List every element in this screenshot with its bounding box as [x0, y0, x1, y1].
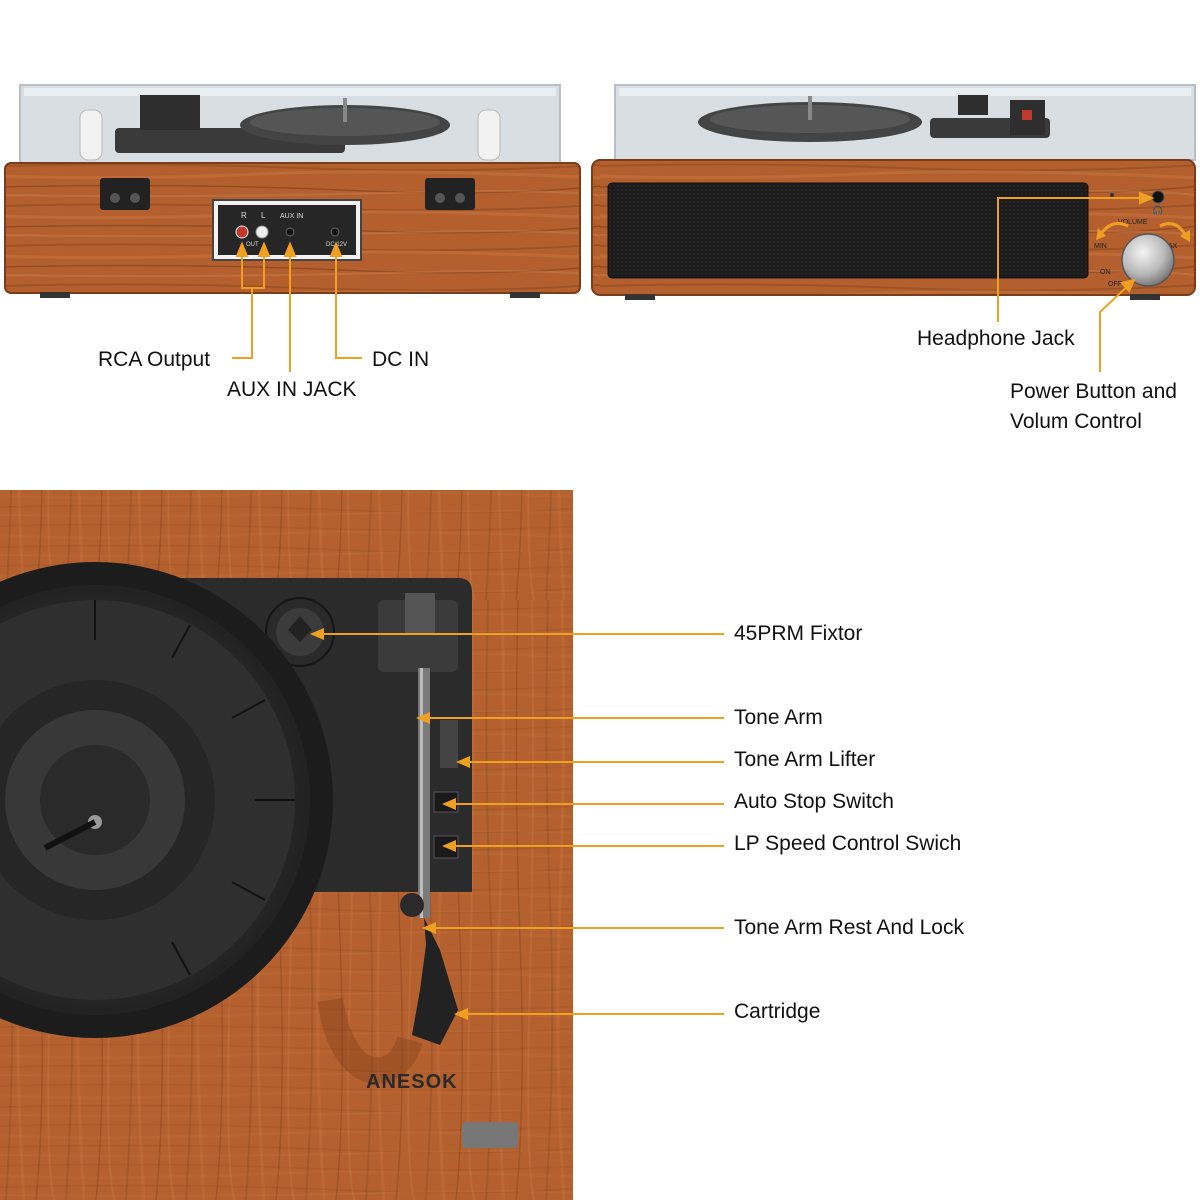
tone-arm [418, 668, 430, 918]
knob-label-on: ON [1100, 269, 1111, 276]
aux-jack [285, 227, 295, 237]
callout-auto-stop-switch: Auto Stop Switch [734, 790, 894, 813]
callout-arrowheads-bottom [310, 628, 470, 1020]
callout-power-volume-line1: Power Button and [1010, 380, 1177, 403]
knob-label-min: MIN [1094, 243, 1107, 250]
jack-label-out: OUT [246, 242, 259, 248]
hinge-left [79, 109, 103, 161]
knob-label-volume: VOLUME [1118, 219, 1148, 226]
jack-label-l: L [261, 211, 266, 220]
back-view-turntable: R L AUX IN DC 12V OUT [4, 84, 581, 298]
callout-dc-in: DC IN [372, 348, 430, 371]
callout-headphone-jack: Headphone Jack [917, 327, 1075, 350]
foot [462, 1122, 518, 1148]
callout-tone-arm: Tone Arm [734, 706, 823, 729]
cartridge-head [140, 95, 200, 130]
jack-label-aux: AUX IN [280, 213, 303, 220]
callout-aux-in-jack: AUX IN JACK [227, 378, 357, 401]
dc-jack [330, 227, 340, 237]
latch-left [100, 178, 150, 210]
hinge-right [477, 109, 501, 161]
callout-lp-speed-control: LP Speed Control Swich [734, 832, 962, 855]
headphone-jack [1151, 190, 1165, 204]
jack-label-r: R [241, 211, 247, 220]
speaker-grille [607, 182, 1089, 279]
callout-power-volume-line2: Volum Control [1010, 410, 1142, 433]
arm-rest [400, 893, 424, 917]
callout-cartridge: Cartridge [734, 1000, 821, 1023]
knob-label-off: OFF [1108, 281, 1122, 288]
spindle [343, 98, 347, 122]
rca-red-jack [235, 225, 249, 239]
front-view-turntable: 🎧 VOLUME MIN MAX ON OFF [591, 84, 1196, 300]
callout-rca-output: RCA Output [98, 348, 211, 371]
callout-tone-arm-lifter: Tone Arm Lifter [734, 748, 876, 771]
callout-lines-bottom [312, 633, 724, 1015]
tonearm-counterweight [378, 600, 458, 672]
callout-lines-top-left [232, 241, 362, 372]
brand-logo: ANESOK [366, 1071, 458, 1093]
arm-lifter [440, 720, 458, 768]
callout-45prm-fixtor: 45PRM Fixtor [734, 622, 863, 645]
callout-tone-arm-rest: Tone Arm Rest And Lock [734, 916, 964, 939]
callout-lines-top-right [997, 191, 1155, 372]
cartridge-closeup [412, 918, 458, 1045]
headphone-icon: 🎧 [1152, 204, 1163, 216]
latch-right [425, 178, 475, 210]
volume-knob [1121, 233, 1175, 287]
rca-white-jack [255, 225, 269, 239]
rotate-arrow-right-icon [1159, 222, 1188, 237]
